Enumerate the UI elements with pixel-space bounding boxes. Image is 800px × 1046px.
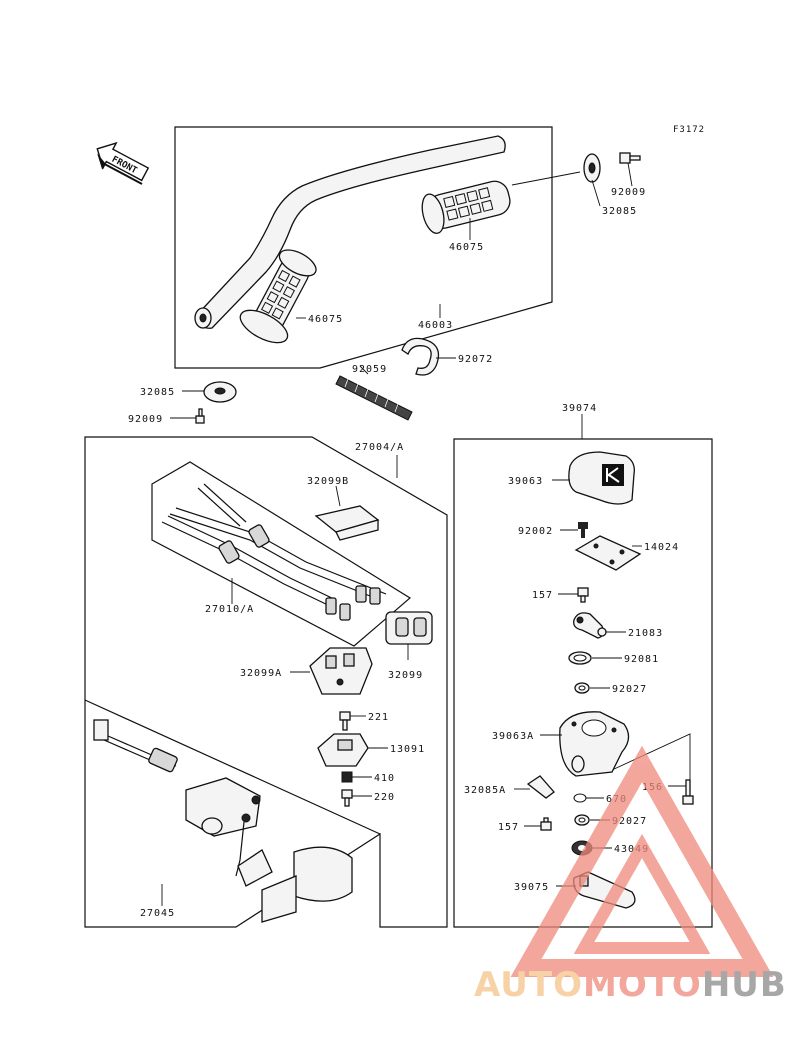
label-21083: 21083 — [628, 628, 663, 639]
label-32085a: 32085A — [464, 785, 506, 796]
switch-27045 — [93, 719, 353, 923]
label-92009-bottom: 92009 — [128, 414, 163, 425]
label-32099: 32099 — [388, 670, 423, 681]
handlebar-group-box — [174, 126, 553, 369]
label-39063a: 39063A — [492, 731, 534, 742]
cover-32099b — [314, 505, 380, 541]
label-32085-top: 32085 — [602, 206, 637, 217]
ring-92081 — [568, 651, 592, 665]
label-46075-right: 46075 — [449, 242, 484, 253]
screw-221 — [339, 711, 351, 731]
screw-157-bottom — [540, 817, 552, 831]
washer-92027-bottom — [574, 814, 590, 826]
label-27010: 27010/A — [205, 604, 254, 615]
housing-32099 — [385, 611, 433, 645]
label-32085-bottom: 32085 — [140, 387, 175, 398]
bracket-32085a — [526, 775, 555, 799]
spring-410 — [341, 771, 353, 783]
label-221: 221 — [368, 712, 389, 723]
end-weight-32085-top — [583, 153, 601, 183]
watermark-auto: AUTO — [474, 965, 583, 1005]
label-46003: 46003 — [418, 320, 453, 331]
bolt-92009-top — [619, 152, 641, 164]
label-32099b: 32099B — [307, 476, 349, 487]
label-43049: 43049 — [614, 844, 649, 855]
label-157-bottom: 157 — [498, 822, 519, 833]
plate-14024 — [574, 535, 642, 571]
lever-21083 — [573, 612, 607, 639]
label-39074: 39074 — [562, 403, 597, 414]
label-39075: 39075 — [514, 882, 549, 893]
cable-group-box — [151, 461, 412, 647]
label-27045: 27045 — [140, 908, 175, 919]
housing-13091 — [317, 733, 369, 767]
grip-46075-right — [421, 180, 511, 234]
label-32099a: 32099A — [240, 668, 282, 679]
label-27004: 27004/A — [355, 442, 404, 453]
front-arrow-icon: FRONT — [96, 141, 150, 185]
label-92081: 92081 — [624, 654, 659, 665]
label-39063: 39063 — [508, 476, 543, 487]
cable-27010 — [161, 483, 387, 621]
label-92027-top: 92027 — [612, 684, 647, 695]
housing-39063a — [559, 711, 630, 777]
throttle-group-box — [453, 438, 713, 928]
label-13091: 13091 — [390, 744, 425, 755]
label-92002: 92002 — [518, 526, 553, 537]
watermark-logo: AUTOMOTOHUB — [474, 745, 787, 1005]
handlebar-46003 — [194, 135, 506, 329]
label-220: 220 — [374, 792, 395, 803]
label-92027-bottom: 92027 — [612, 816, 647, 827]
watermark-moto: MOTO — [583, 965, 702, 1005]
tape-92059 — [335, 375, 413, 421]
screw-92002 — [578, 522, 588, 538]
label-92009-top: 92009 — [611, 187, 646, 198]
ring-670 — [573, 793, 587, 803]
svg-text:AUTOMOTOHUB: AUTOMOTOHUB — [474, 965, 787, 1005]
clamp-92072 — [401, 337, 440, 376]
left-switch-group-box — [84, 436, 448, 928]
housing-32099a — [309, 647, 373, 695]
screw-220 — [341, 789, 353, 807]
label-92072: 92072 — [458, 354, 493, 365]
washer-92027-top — [574, 682, 590, 694]
label-92059: 92059 — [352, 364, 387, 375]
label-157-top: 157 — [532, 590, 553, 601]
ref-code: F3172 — [673, 125, 705, 135]
watermark-hub: HUB — [702, 965, 787, 1005]
screw-157-top — [577, 587, 589, 603]
end-weight-32085-bottom — [203, 381, 237, 403]
label-14024: 14024 — [644, 542, 679, 553]
label-46075-left: 46075 — [308, 314, 343, 325]
bolt-92009-bottom — [195, 408, 205, 424]
grip-46075-left — [239, 249, 317, 344]
screw-156 — [682, 779, 694, 805]
label-410: 410 — [374, 773, 395, 784]
cover-39063 — [568, 451, 635, 505]
